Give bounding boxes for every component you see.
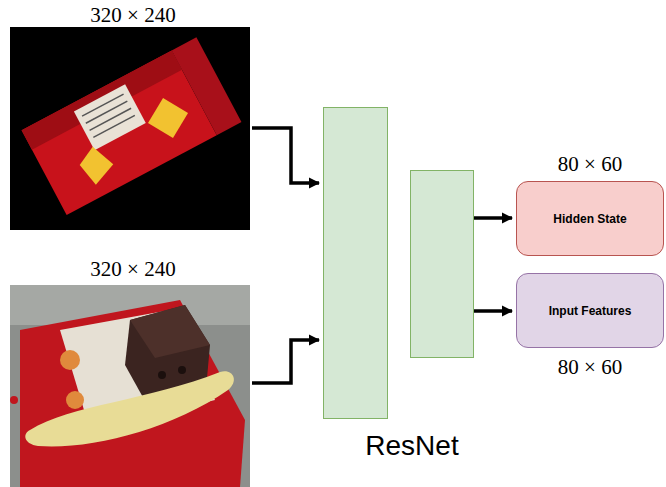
dimension-label: 80 × 60	[558, 152, 622, 176]
output-box: Input Features	[516, 273, 664, 348]
output-box: Hidden State	[516, 181, 664, 256]
masked-object-image	[10, 27, 250, 230]
network-block	[411, 171, 474, 358]
box-label: Input Features	[549, 304, 632, 318]
block-label: ResNet	[365, 430, 458, 462]
dimension-label: 320 × 240	[90, 3, 175, 27]
scene-image	[10, 285, 250, 487]
box-label: Hidden State	[553, 212, 626, 226]
network-block: ResNet	[323, 107, 388, 419]
dimension-label: 320 × 240	[90, 257, 175, 281]
dimension-label: 80 × 60	[558, 355, 622, 379]
